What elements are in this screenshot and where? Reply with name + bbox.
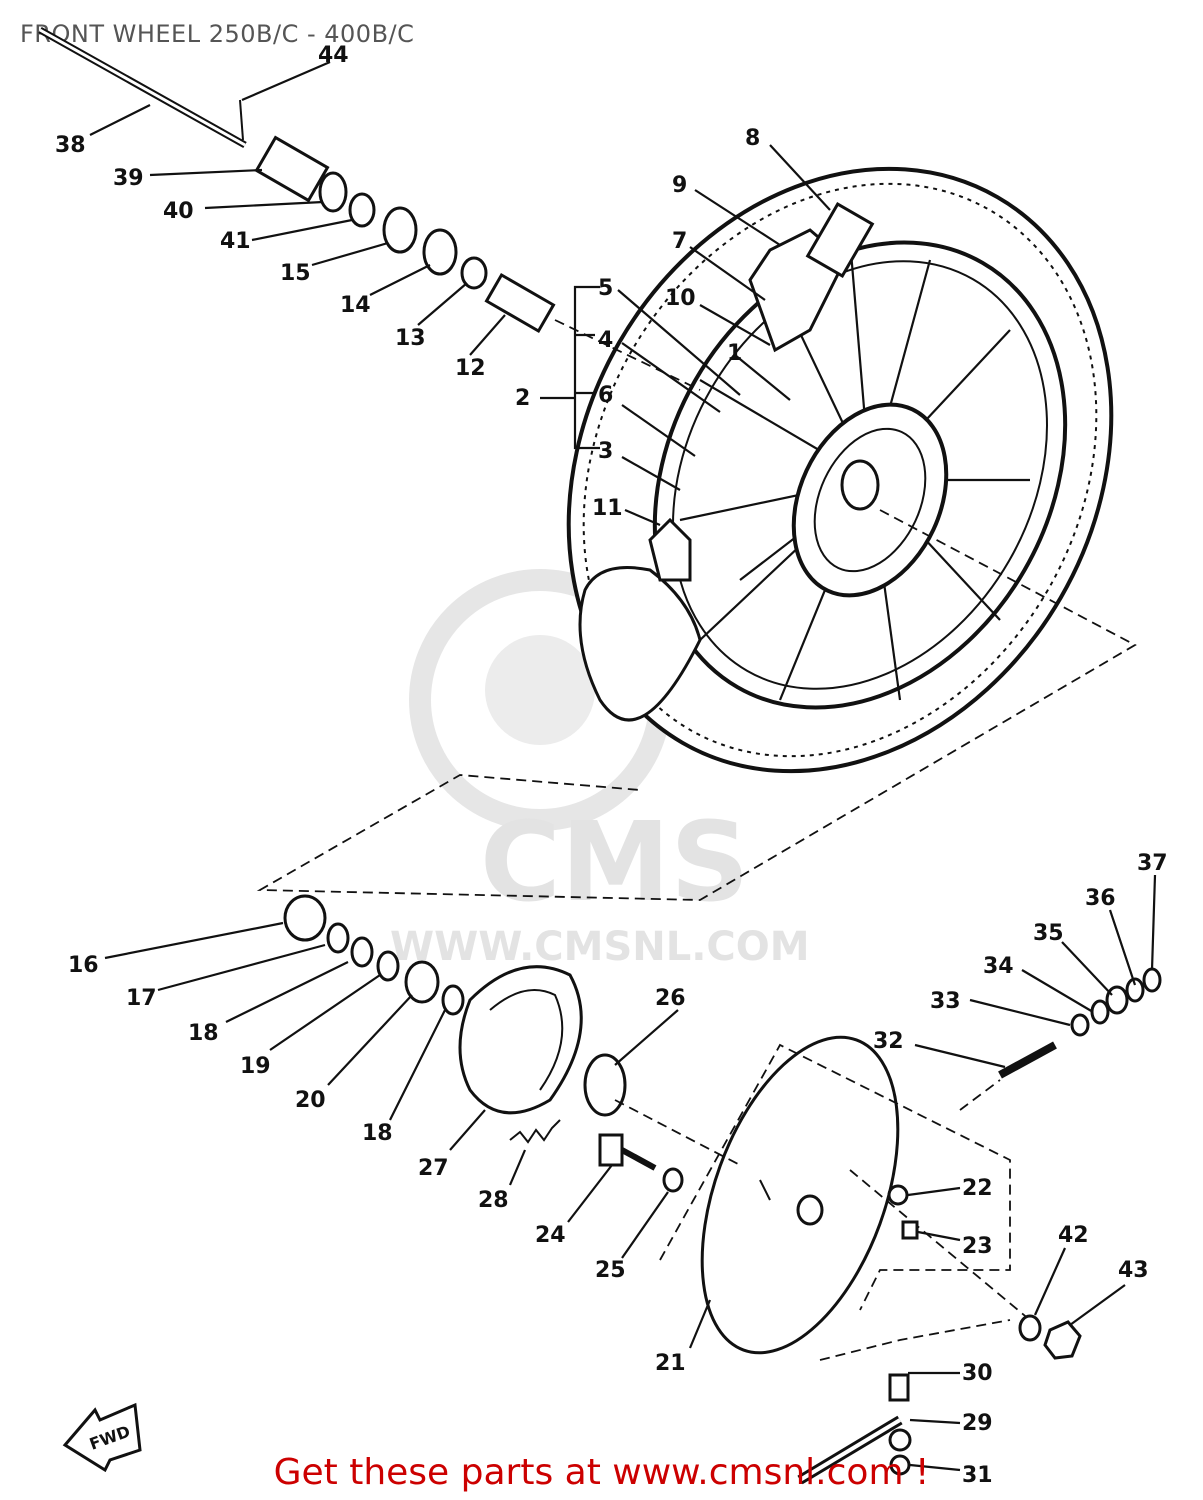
part-label-42: 42 [1058, 1223, 1089, 1248]
part-label-18a: 18 [188, 1021, 219, 1046]
part-label-30: 30 [962, 1361, 993, 1386]
part-label-37: 37 [1137, 851, 1168, 876]
part-label-9: 9 [672, 173, 687, 198]
part-label-4: 4 [598, 328, 613, 353]
part-label-15: 15 [280, 261, 311, 286]
part-label-6: 6 [598, 383, 613, 408]
part-label-33: 33 [930, 989, 961, 1014]
part-label-26: 26 [655, 986, 686, 1011]
wheel-assembly [256, 166, 1137, 901]
part-label-22: 22 [962, 1176, 993, 1201]
part-label-29: 29 [962, 1411, 993, 1436]
part-label-16: 16 [68, 953, 99, 978]
part-label-23: 23 [962, 1234, 993, 1259]
part-label-14: 14 [340, 293, 371, 318]
part-label-12: 12 [455, 356, 486, 381]
part-label-32: 32 [873, 1029, 904, 1054]
part-label-1: 1 [727, 341, 742, 366]
part-label-17: 17 [126, 986, 157, 1011]
leader-lines [89, 60, 1157, 1472]
part-label-8: 8 [745, 126, 760, 151]
part-label-18b: 18 [362, 1121, 393, 1146]
part-label-34: 34 [983, 954, 1014, 979]
part-label-40: 40 [163, 199, 194, 224]
part-label-24: 24 [535, 1223, 566, 1248]
part-label-7: 7 [672, 229, 687, 254]
part-label-19: 19 [240, 1054, 271, 1079]
part-label-39: 39 [113, 166, 144, 191]
footer-link-text[interactable]: Get these parts at www.cmsnl.com ! [273, 1452, 930, 1493]
part-label-43: 43 [1118, 1258, 1149, 1283]
part-label-3: 3 [598, 439, 613, 464]
part-label-13: 13 [395, 326, 426, 351]
axle-parts [38, 26, 701, 391]
part-label-41: 41 [220, 229, 251, 254]
watermark-url: WWW.CMSNL.COM [390, 924, 810, 970]
part-label-36: 36 [1085, 886, 1116, 911]
part-label-31: 31 [962, 1463, 993, 1488]
part-label-25: 25 [595, 1258, 626, 1283]
watermark-brand: CMS [480, 798, 749, 926]
part-label-2: 2 [515, 386, 530, 411]
diagram-title: FRONT WHEEL 250B/C - 400B/C [20, 20, 415, 48]
part-label-10: 10 [665, 286, 696, 311]
part-label-38: 38 [55, 133, 86, 158]
part-labels: 8 9 7 10 1 5 4 6 3 2 11 12 13 14 15 41 4… [55, 43, 1168, 1488]
fwd-arrow: FWD [62, 1402, 142, 1473]
part-label-44: 44 [318, 43, 349, 68]
part-label-11: 11 [592, 496, 623, 521]
part-label-20: 20 [295, 1088, 326, 1113]
cms-watermark: CMS WWW.CMSNL.COM [390, 569, 810, 970]
part-label-35: 35 [1033, 921, 1064, 946]
part-label-27: 27 [418, 1156, 449, 1181]
part-label-21: 21 [655, 1351, 686, 1376]
brake-parts [283, 894, 1162, 1485]
part-label-5: 5 [598, 276, 613, 301]
part-label-28: 28 [478, 1188, 509, 1213]
